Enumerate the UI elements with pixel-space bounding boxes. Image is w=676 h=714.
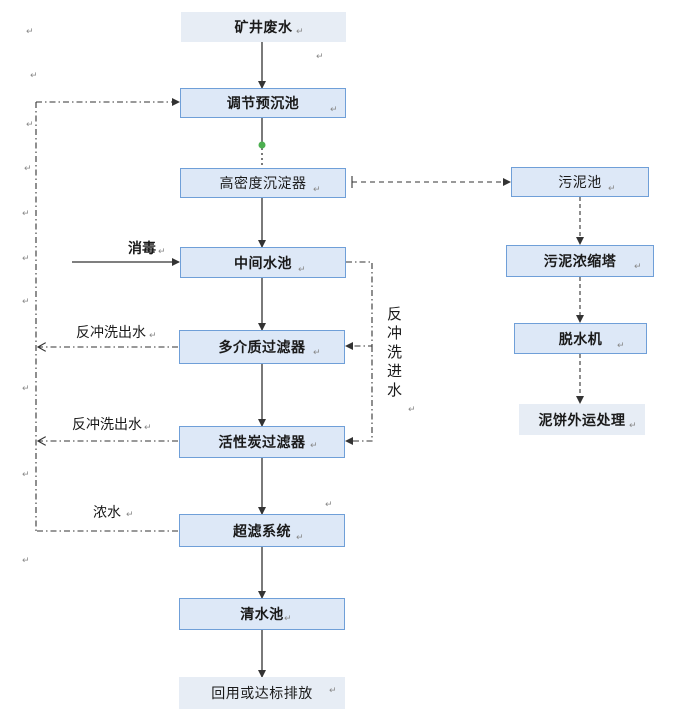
paragraph-mark: ↵ <box>126 510 134 520</box>
arrow-backwash-inlet-to-multimedia <box>345 261 373 350</box>
paragraph-mark: ↵ <box>30 71 38 81</box>
paragraph-mark: ↵ <box>284 614 292 624</box>
paragraph-mark: ↵ <box>22 384 30 394</box>
paragraph-mark: ↵ <box>22 470 30 480</box>
paragraph-mark: ↵ <box>296 533 304 543</box>
paragraph-mark: ↵ <box>634 262 642 272</box>
paragraph-mark: ↵ <box>26 120 34 130</box>
node-sludge-thickener: 污泥浓缩塔 <box>506 245 654 277</box>
paragraph-mark: ↵ <box>313 185 321 195</box>
paragraph-mark: ↵ <box>629 421 637 431</box>
paragraph-mark: ↵ <box>329 686 337 696</box>
paragraph-mark: ↵ <box>325 500 333 510</box>
node-ultrafiltration-system: 超滤系统 <box>179 514 345 547</box>
node-multimedia-filter: 多介质过滤器 <box>179 330 345 364</box>
paragraph-mark: ↵ <box>296 27 304 37</box>
paragraph-mark: ↵ <box>149 331 157 341</box>
paragraph-mark: ↵ <box>26 27 34 37</box>
paragraph-mark: ↵ <box>310 441 318 451</box>
label-backwash-inlet: 反冲洗进水 <box>385 306 403 401</box>
paragraph-mark: ↵ <box>22 254 30 264</box>
label-backwash-outlet-2: 反冲洗出水 <box>72 417 142 433</box>
arrow-backwash-inlet-to-carbon <box>345 346 373 445</box>
node-intermediate-tank: 中间水池 <box>180 247 346 278</box>
label-disinfection: 消毒 <box>128 241 156 257</box>
paragraph-mark: ↵ <box>158 247 166 257</box>
paragraph-mark: ↵ <box>316 52 324 62</box>
label-concentrate: 浓水 <box>93 505 121 521</box>
node-dewatering-machine: 脱水机 <box>514 323 647 354</box>
paragraph-mark: ↵ <box>617 341 625 351</box>
node-sludge-cake-disposal: 泥饼外运处理 <box>519 404 645 435</box>
paragraph-mark: ↵ <box>22 297 30 307</box>
paragraph-mark: ↵ <box>24 164 32 174</box>
paragraph-mark: ↵ <box>298 265 306 275</box>
paragraph-mark: ↵ <box>408 405 416 415</box>
label-backwash-outlet-1: 反冲洗出水 <box>76 325 146 341</box>
node-reuse-or-discharge: 回用或达标排放 <box>179 677 345 709</box>
paragraph-mark: ↵ <box>144 423 152 433</box>
paragraph-mark: ↵ <box>22 209 30 219</box>
node-sludge-tank: 污泥池 <box>511 167 649 197</box>
node-clear-water-tank: 清水池 <box>179 598 345 630</box>
connector-dot <box>258 141 266 149</box>
node-regulating-presettling-tank: 调节预沉池 <box>180 88 346 118</box>
node-high-density-clarifier: 高密度沉淀器 <box>180 168 346 198</box>
paragraph-mark: ↵ <box>313 348 321 358</box>
paragraph-mark: ↵ <box>22 556 30 566</box>
node-mine-wastewater: 矿井废水 <box>181 12 346 42</box>
paragraph-mark: ↵ <box>608 184 616 194</box>
node-activated-carbon-filter: 活性炭过滤器 <box>179 426 345 458</box>
paragraph-mark: ↵ <box>330 105 338 115</box>
